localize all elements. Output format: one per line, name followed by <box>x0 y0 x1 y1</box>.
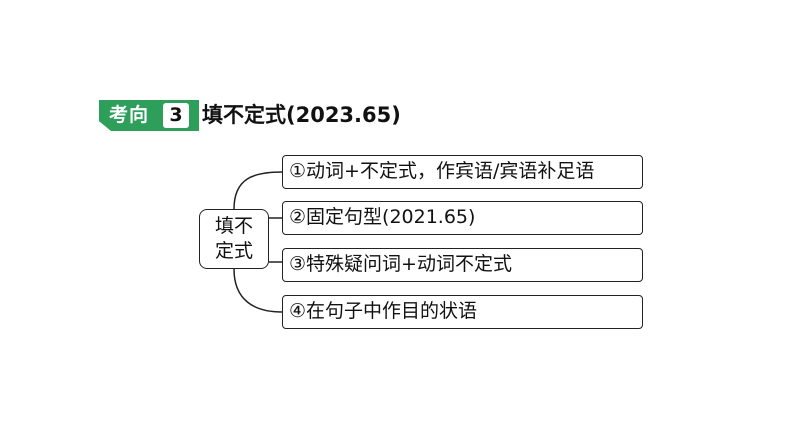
connector-4 <box>233 268 283 313</box>
branch-node-3: ③特殊疑问词+动词不定式 <box>282 248 643 282</box>
connector-1 <box>233 171 283 210</box>
branch-node-4: ④在句子中作目的状语 <box>282 295 643 329</box>
branch-node-2: ②固定句型(2021.65) <box>282 201 643 235</box>
branch-node-1: ①动词+不定式，作宾语/宾语补足语 <box>282 155 643 189</box>
root-line-2: 定式 <box>214 240 253 262</box>
section-title: 填不定式(2023.65) <box>202 103 401 127</box>
section-tag: 考向 3 <box>99 100 199 131</box>
root-node: 填不 定式 <box>199 209 269 269</box>
tag-number: 3 <box>163 103 189 128</box>
tag-label: 考向 <box>109 104 150 126</box>
root-line-1: 填不 <box>214 215 253 237</box>
